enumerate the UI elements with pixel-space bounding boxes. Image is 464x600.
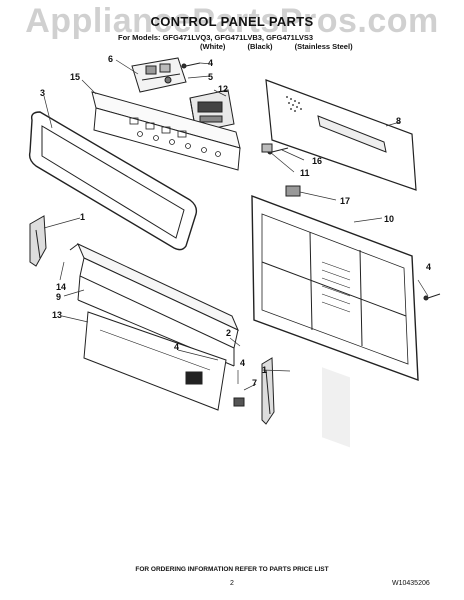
page-number: 2 — [230, 580, 234, 587]
variant-black: (Black) — [247, 42, 273, 51]
variant-white: (White) — [200, 42, 226, 51]
callout-14: 14 — [56, 282, 66, 292]
callout-2: 2 — [226, 328, 231, 338]
callout-7: 7 — [252, 378, 257, 388]
callout-4: 4 — [240, 358, 245, 368]
variant-stainless: (Stainless Steel) — [294, 42, 353, 51]
callout-15: 15 — [70, 72, 80, 82]
part-rear-shield — [83, 311, 227, 411]
part-control-board — [131, 57, 187, 93]
page-title: CONTROL PANEL PARTS — [150, 14, 314, 29]
model-list: For Models: GFG471LVQ3, GFG471LVB3, GFG4… — [118, 33, 314, 42]
part-control-panel-trim — [28, 111, 198, 251]
part-rear-vent-panel — [265, 79, 417, 191]
callout-16: 16 — [312, 156, 322, 166]
callout-4: 4 — [426, 262, 431, 272]
callout-8: 8 — [396, 116, 401, 126]
part-end-cap — [29, 215, 47, 267]
callout-9: 9 — [56, 292, 61, 302]
leader-lines — [43, 59, 429, 391]
part-clip — [233, 397, 245, 407]
part-insulation-clip — [285, 185, 301, 197]
part-console-channel — [69, 242, 239, 367]
callout-4: 4 — [174, 342, 179, 352]
callout-3: 3 — [40, 88, 45, 98]
callout-6: 6 — [108, 54, 113, 64]
part-control-panel-frame — [91, 91, 241, 171]
part-rear-panel — [251, 194, 419, 448]
callout-5: 5 — [208, 72, 213, 82]
callout-11: 11 — [300, 168, 310, 178]
part-end-cap — [261, 357, 275, 425]
document-number: W10435206 — [392, 580, 430, 587]
callout-13: 13 — [52, 310, 62, 320]
part-bracket — [261, 143, 273, 153]
callout-10: 10 — [384, 214, 394, 224]
model-variants: (White) (Black) (Stainless Steel) — [200, 42, 373, 51]
callout-1: 1 — [262, 365, 267, 375]
callout-4: 4 — [208, 58, 213, 68]
callout-12: 12 — [218, 84, 228, 94]
callout-1: 1 — [80, 212, 85, 222]
callout-17: 17 — [340, 196, 350, 206]
watermark: AppliancePartsPros.com — [25, 2, 439, 40]
ordering-note: FOR ORDERING INFORMATION REFER TO PARTS … — [135, 566, 329, 573]
